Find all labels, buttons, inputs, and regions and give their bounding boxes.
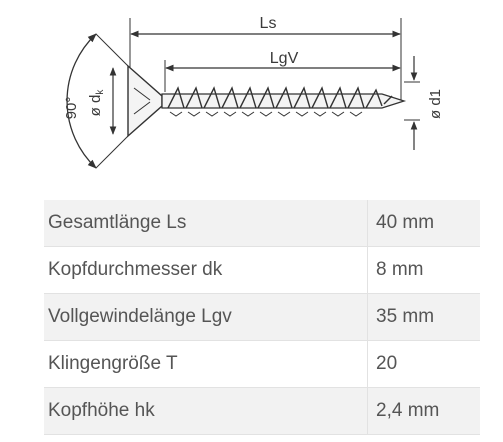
spec-label: Kopfhöhe hk	[44, 387, 368, 435]
table-row: Vollgewindelänge Lgv 35 mm	[44, 293, 480, 341]
table-row: Klingengröße T 20	[44, 340, 480, 388]
angle-label: 90°	[63, 97, 80, 120]
head-diameter-dimension: ø dk	[87, 67, 117, 135]
shank-diameter-label: ø d1	[427, 89, 444, 119]
spec-label: Vollgewindelänge Lgv	[44, 293, 368, 341]
spec-label: Kopfdurchmesser dk	[44, 246, 368, 294]
spec-value: 35 mm	[367, 293, 480, 341]
spec-label: Klingengröße T	[44, 340, 368, 388]
spec-label: Gesamtlänge Ls	[44, 200, 368, 247]
specification-table: Gesamtlänge Ls 40 mm Kopfdurchmesser dk …	[44, 200, 480, 435]
thread-length-label: LgV	[270, 50, 299, 67]
spec-value: 20	[367, 340, 480, 388]
total-length-dimension: Ls	[129, 15, 402, 100]
thread-length-dimension: LgV	[164, 50, 401, 92]
spec-value: 40 mm	[367, 200, 480, 247]
table-row: Kopfhöhe hk 2,4 mm	[44, 387, 480, 435]
shank-diameter-dimension: ø d1	[404, 56, 444, 150]
spec-value: 8 mm	[367, 246, 480, 294]
table-row: Kopfdurchmesser dk 8 mm	[44, 246, 480, 294]
head-diameter-label: ø dk	[87, 89, 106, 117]
spec-value: 2,4 mm	[367, 387, 480, 435]
angle-dimension: 90°	[63, 33, 129, 169]
head-diameter-subscript: k	[95, 89, 106, 95]
screw-diagram: 90° ø dk Ls LgV	[63, 15, 444, 169]
total-length-label: Ls	[260, 15, 277, 32]
screw-drawing	[127, 64, 407, 138]
head-diameter-symbol: ø d	[87, 95, 104, 117]
table-row: Gesamtlänge Ls 40 mm	[44, 200, 480, 247]
